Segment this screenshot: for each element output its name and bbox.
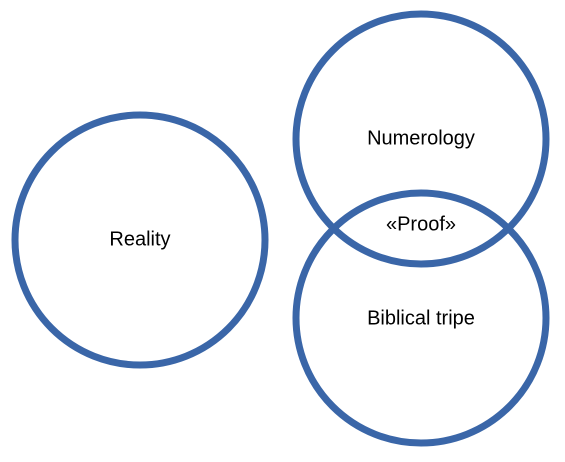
biblical-tripe-label: Biblical tripe: [367, 307, 475, 329]
proof-intersection-label: «Proof»: [386, 213, 456, 235]
numerology-label: Numerology: [367, 127, 475, 149]
numerology-circle: [292, 10, 550, 268]
reality-circle: [11, 111, 269, 369]
reality-label: Reality: [109, 228, 170, 250]
biblical-tripe-circle: [292, 189, 550, 447]
